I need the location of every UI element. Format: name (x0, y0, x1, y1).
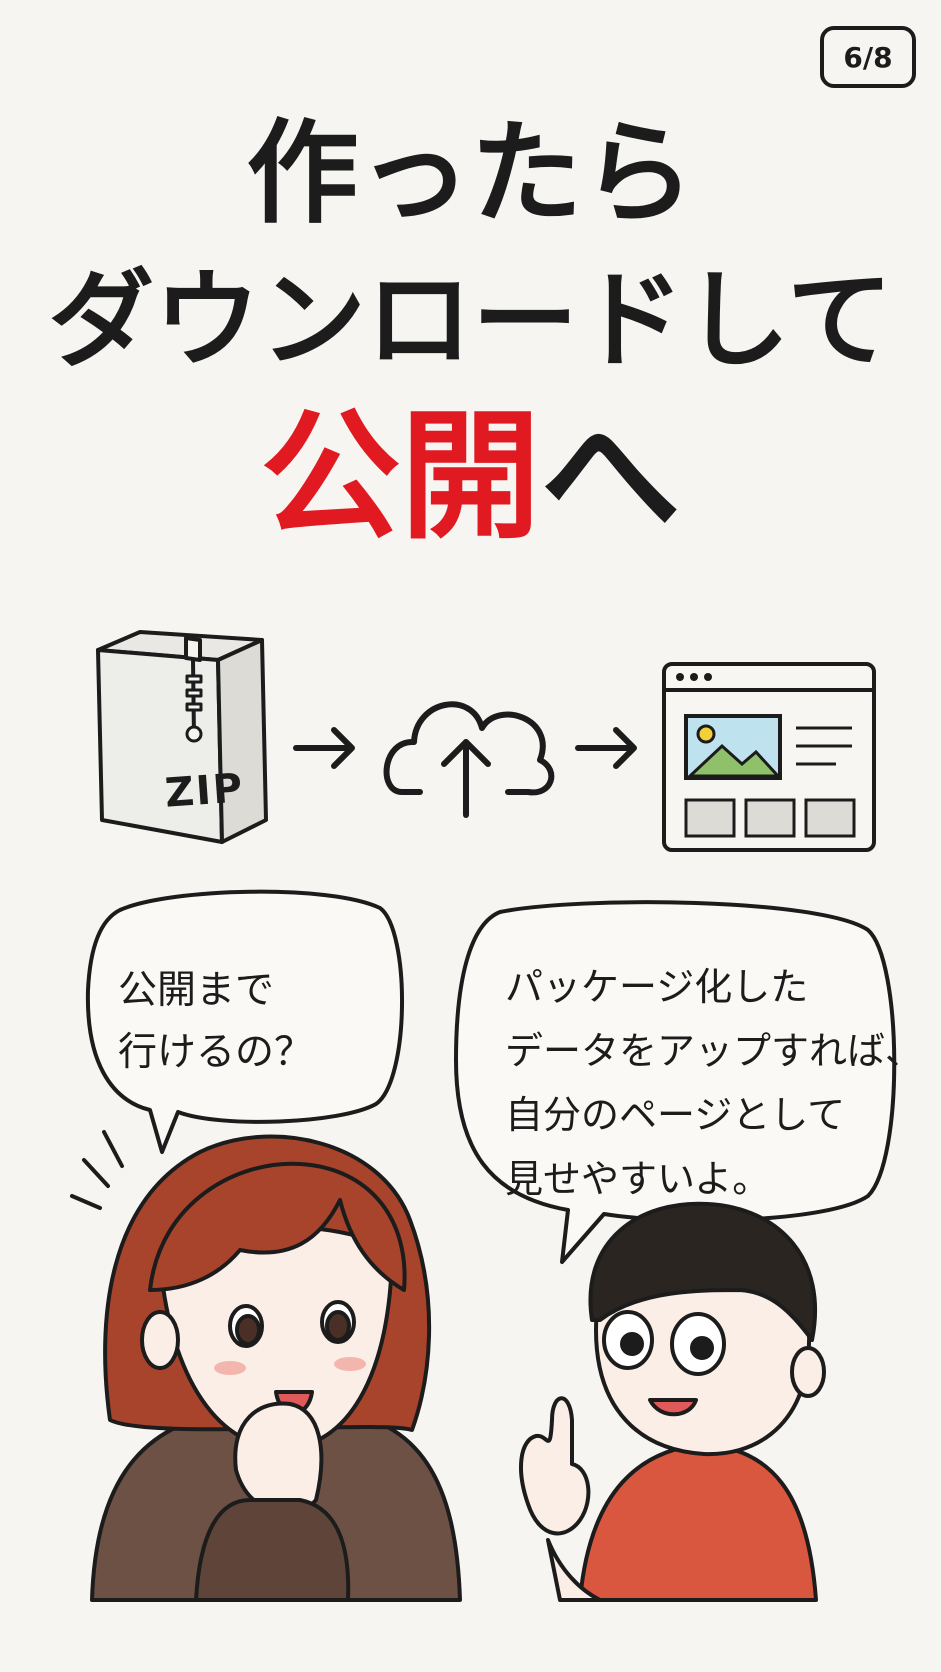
title-line-1: 作ったら (246, 109, 695, 239)
cloud-upload-icon (383, 701, 555, 818)
publish-flow (0, 620, 941, 870)
boy-hair (588, 1201, 818, 1342)
girl-character (90, 1134, 462, 1602)
speech-bubble-girl (85, 889, 404, 1154)
girl-speech: 公開まで 行けるの？ (118, 960, 313, 1084)
title-line-2: ダウンロードして (48, 259, 893, 382)
page-title: 作ったら ダウンロードして 公開へ (0, 118, 941, 548)
title-line-3-rest: へ (540, 396, 681, 559)
publish-flow-graphic (96, 630, 876, 852)
boy-speech: パッケージ化した データをアップすれば、 自分のページとして 見せやすいよ。 (505, 955, 923, 1211)
boy-speech-line: 自分のページとして (505, 1093, 846, 1137)
boy-speech-line: パッケージ化した (505, 965, 809, 1009)
girl-speech-line: 公開まで (118, 968, 275, 1013)
boy-shirt (578, 1442, 818, 1602)
title-accent-word: 公開 (260, 396, 541, 559)
arrow-right-icon (575, 727, 637, 769)
boy-character (519, 1201, 826, 1602)
title-line-3: 公開へ (0, 408, 941, 548)
girl-speech-line: 行けるの？ (118, 1030, 314, 1075)
zip-box-icon (96, 630, 268, 844)
arrow-right-icon (293, 727, 355, 769)
surprise-lines (70, 1130, 124, 1210)
page-indicator: 6/8 (820, 26, 916, 88)
boy-speech-line: 見せやすいよ。 (505, 1157, 771, 1201)
boy-speech-line: データをアップすれば、 (505, 1029, 924, 1073)
webpage-icon (662, 662, 876, 852)
speech-bubble-boy (454, 900, 897, 1264)
